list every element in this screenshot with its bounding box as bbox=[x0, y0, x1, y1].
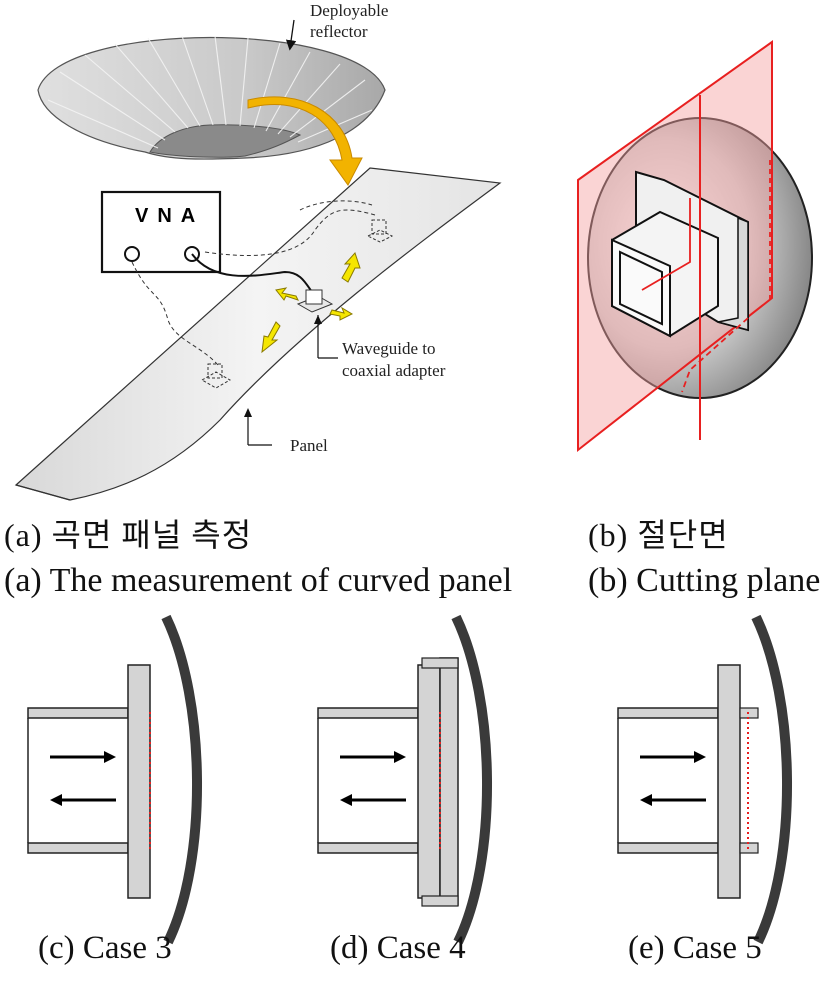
case-3-curved-panel bbox=[161, 614, 202, 945]
yellow-move-arrows bbox=[261, 252, 361, 354]
vna-port-1 bbox=[124, 246, 140, 262]
vna-label: VNA bbox=[135, 205, 204, 227]
case-4-curved-panel bbox=[451, 614, 492, 945]
case-3-bottom-wall bbox=[27, 842, 129, 854]
case-5-arrow-forward-head bbox=[694, 751, 706, 763]
caption-case-5: (e) Case 5 bbox=[628, 930, 762, 966]
waveguide-opening bbox=[619, 250, 663, 326]
case-4-arrow-back-head bbox=[340, 794, 352, 806]
case-5-top-wall bbox=[617, 707, 719, 719]
adapter-center bbox=[296, 289, 334, 313]
case-5-bottom-wall bbox=[617, 842, 719, 854]
case-3-arrow-forward-head bbox=[104, 751, 116, 763]
case-4-bottom-wall bbox=[317, 842, 419, 854]
adapter-ghost-top bbox=[366, 219, 394, 243]
dashed-cable-3 bbox=[299, 200, 373, 211]
caption-b-korean: (b) 절단면 bbox=[588, 517, 729, 553]
case-4-top-wall bbox=[317, 707, 419, 719]
arrow-down-left bbox=[261, 321, 281, 354]
cut-line-dashed-bottom bbox=[681, 317, 749, 393]
case-diagrams bbox=[27, 614, 792, 945]
waveguide-front bbox=[611, 238, 671, 338]
deployable-reflector: Deployable reflector bbox=[37, 1, 388, 160]
caption-a-korean: (a) 곡면 패널 측정 bbox=[4, 517, 253, 553]
cutting-plane-view bbox=[577, 40, 813, 453]
arrow-right bbox=[329, 306, 354, 321]
coax-cable bbox=[191, 253, 313, 293]
case-4-spacer-top bbox=[421, 657, 459, 669]
deployable-label-line1: Deployable bbox=[310, 1, 388, 20]
adapter-leader-head bbox=[314, 315, 322, 324]
caption-a-english: (a) The measurement of curved panel bbox=[4, 562, 513, 599]
panel-label: Panel bbox=[290, 436, 328, 455]
case-4-spacer-bottom bbox=[421, 895, 459, 907]
arrow-up-right bbox=[341, 252, 361, 283]
dashed-cable-2 bbox=[131, 261, 219, 366]
case-4-flange bbox=[417, 664, 441, 899]
reflector-ribs bbox=[47, 35, 373, 149]
adapter-ghost-bottom bbox=[200, 363, 232, 389]
vna-box: VNA bbox=[100, 190, 222, 274]
case-3-arrow-back-head bbox=[50, 794, 62, 806]
caption-case-3: (c) Case 3 bbox=[38, 930, 172, 966]
case-4-arrow-forward-head bbox=[394, 751, 406, 763]
case-5-curved-panel bbox=[751, 614, 792, 945]
case-4-spacer bbox=[439, 657, 459, 906]
transition-arrow bbox=[247, 96, 363, 186]
panel-leader-head bbox=[244, 408, 252, 417]
case-3-flange bbox=[127, 664, 151, 899]
cut-line-waveguide bbox=[641, 198, 691, 291]
curved-panel bbox=[14, 167, 502, 501]
dashed-cable-1 bbox=[204, 209, 376, 256]
caption-case-4: (d) Case 4 bbox=[330, 930, 466, 966]
adapter-label-line2: coaxial adapter bbox=[342, 361, 446, 380]
caption-b-english: (b) Cutting plane bbox=[588, 562, 821, 599]
adapter-label-line1: Waveguide to bbox=[342, 339, 436, 358]
arrow-left bbox=[275, 287, 299, 301]
flange-side bbox=[717, 216, 749, 331]
case-3-top-wall bbox=[27, 707, 129, 719]
case-5-arrow-back-head bbox=[640, 794, 652, 806]
case-5-flange bbox=[717, 664, 741, 899]
deployable-label-line2: reflector bbox=[310, 22, 368, 41]
